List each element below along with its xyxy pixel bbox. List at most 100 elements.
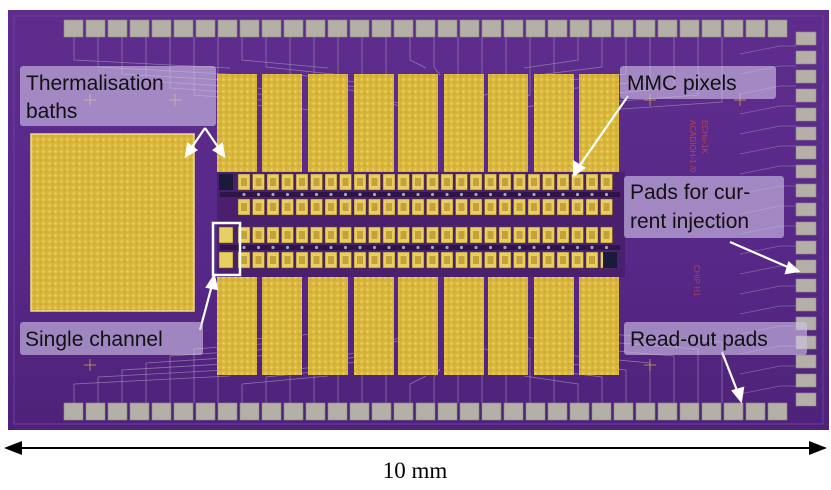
top-pad	[393, 19, 414, 38]
arrow-readout	[720, 351, 740, 394]
pixel-core	[487, 231, 494, 239]
pixel-core	[400, 203, 407, 211]
readout-pad	[261, 402, 282, 421]
top-pad	[151, 19, 172, 38]
trace-right	[739, 285, 796, 295]
label-thermalisation-line1: Thermalisation	[26, 72, 164, 95]
pixel-core	[241, 231, 247, 239]
trace-right	[739, 305, 796, 315]
pixel-core	[342, 231, 349, 239]
injection-pad	[795, 278, 817, 293]
sensor-dot	[329, 245, 333, 250]
readout-pad	[129, 402, 150, 421]
pixel-core	[299, 231, 305, 239]
thermalisation-bath	[30, 133, 195, 312]
gold-finger-bottom	[444, 277, 484, 375]
pixel-core	[516, 256, 523, 264]
trace-top	[409, 37, 427, 69]
injection-pad	[795, 69, 817, 84]
injection-pad	[795, 392, 817, 407]
readout-pad	[503, 402, 524, 421]
sensor-dot	[416, 245, 420, 250]
pixel-core	[357, 256, 363, 264]
pixel-core	[531, 203, 537, 211]
pixel-core	[560, 231, 566, 239]
gold-finger-bottom	[398, 277, 438, 375]
top-pad	[745, 19, 766, 38]
pixel-core	[589, 203, 595, 211]
sensor-dot	[401, 192, 406, 197]
pixel-core	[270, 178, 276, 186]
pixel-core	[371, 203, 378, 211]
top-pad	[107, 19, 128, 38]
trace-bottom	[121, 361, 259, 403]
gold-finger-top	[398, 74, 438, 172]
pixel-core	[386, 231, 392, 239]
sensor-dot	[575, 192, 580, 197]
gold-finger-bottom	[488, 277, 528, 375]
sensor-dot	[604, 245, 609, 250]
pixel-core	[241, 178, 247, 186]
readout-pad	[481, 402, 502, 421]
arrow-pads-head	[784, 261, 801, 275]
top-pad	[525, 19, 546, 38]
pixel-core	[313, 178, 320, 186]
readout-pad-row	[63, 402, 788, 421]
pixel-core	[415, 231, 421, 239]
top-pad	[283, 19, 304, 38]
readout-pad	[569, 402, 590, 421]
pixel-core	[589, 231, 595, 239]
pixel-core	[444, 178, 450, 186]
pixel-core	[328, 256, 334, 264]
pixel-core	[328, 203, 334, 211]
readout-pad	[745, 402, 766, 421]
trace-bottom	[523, 375, 579, 403]
top-pad	[569, 19, 590, 38]
pixel-core	[444, 256, 450, 264]
injection-pad	[795, 145, 817, 160]
trace-top	[537, 37, 603, 76]
sensor-dot	[503, 192, 507, 197]
trace-right	[739, 165, 796, 175]
dark-pad-left	[219, 174, 233, 190]
pixel-core	[386, 178, 392, 186]
sensor-dot	[459, 192, 464, 197]
sensor-dot	[532, 192, 536, 197]
readout-pad	[217, 402, 238, 421]
sensor-dot	[358, 192, 362, 197]
pixel-core	[415, 256, 421, 264]
injection-pad	[795, 202, 817, 217]
sensor-dot	[358, 245, 362, 250]
pixel-core	[560, 203, 566, 211]
pixel-core	[574, 178, 581, 186]
pixel-core	[386, 256, 392, 264]
trace-top	[523, 37, 579, 69]
readout-pad	[305, 402, 326, 421]
pixel-core	[400, 178, 407, 186]
scale-bar-left-head	[4, 441, 22, 455]
trace-right	[739, 365, 796, 375]
single-channel-pixel	[218, 251, 234, 269]
top-pad	[415, 19, 436, 38]
gold-finger-top	[308, 74, 348, 172]
top-pad	[85, 19, 106, 38]
scale-bar-right-head	[809, 441, 827, 455]
arrow-mmc-head	[572, 160, 587, 178]
pixel-core	[313, 203, 320, 211]
sensor-dot	[242, 192, 246, 197]
top-pad	[767, 19, 788, 38]
arrow-thermal-left-head	[184, 142, 198, 159]
pixel-core	[444, 231, 450, 239]
top-pad	[217, 19, 238, 38]
sensor-dot	[256, 245, 261, 250]
sensor-dot	[416, 192, 420, 197]
sensor-dot	[503, 245, 507, 250]
top-pad	[327, 19, 348, 38]
top-pad-row	[63, 19, 788, 38]
pixel-core	[415, 203, 421, 211]
injection-pad	[795, 164, 817, 179]
annotation-arrows	[184, 95, 801, 404]
gold-finger-top	[354, 74, 394, 172]
